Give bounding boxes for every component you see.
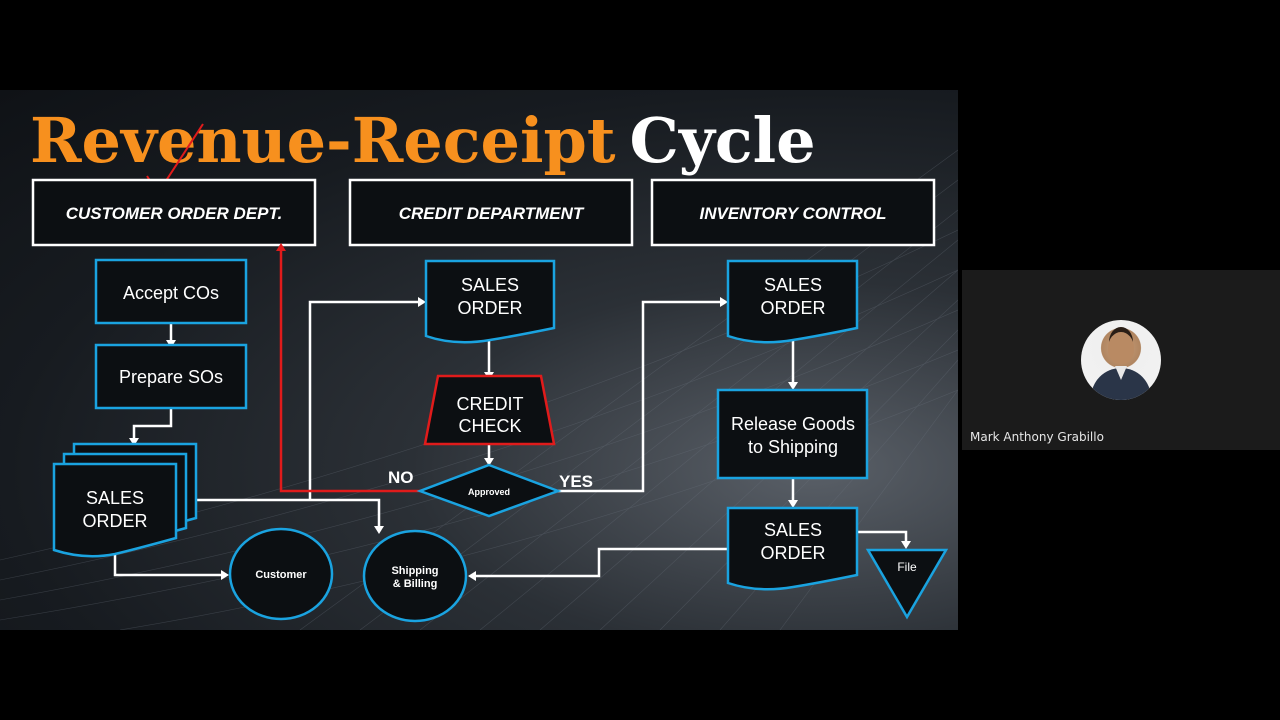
no-label: NO bbox=[388, 468, 414, 487]
column-header-credit: CREDIT DEPARTMENT bbox=[348, 178, 634, 247]
avatar-head bbox=[1108, 332, 1134, 364]
svg-text:Customer: Customer bbox=[255, 569, 307, 581]
column-header-inventory: INVENTORY CONTROL bbox=[650, 178, 936, 247]
svg-text:CREDIT DEPARTMENT: CREDIT DEPARTMENT bbox=[399, 204, 585, 223]
shipping-billing-circle: Shipping & Billing bbox=[362, 529, 468, 623]
rejected-path bbox=[276, 243, 420, 493]
svg-text:SALES: SALES bbox=[461, 275, 519, 295]
svg-text:Shipping: Shipping bbox=[391, 565, 438, 577]
svg-text:ORDER: ORDER bbox=[82, 511, 147, 531]
prepare-sos-box: Prepare SOs bbox=[94, 343, 248, 410]
customer-circle: Customer bbox=[228, 527, 334, 621]
svg-text:ORDER: ORDER bbox=[760, 543, 825, 563]
svg-text:SALES: SALES bbox=[86, 488, 144, 508]
file-storage: File bbox=[865, 548, 949, 620]
credit-sales-order-doc: SALES ORDER bbox=[424, 259, 556, 344]
svg-text:Accept COs: Accept COs bbox=[123, 283, 219, 303]
inventory-sales-order-doc: SALES ORDER bbox=[726, 259, 859, 344]
arrowheads bbox=[129, 297, 911, 581]
svg-text:ORDER: ORDER bbox=[760, 298, 825, 318]
avatar bbox=[1081, 320, 1161, 400]
svg-text:Prepare SOs: Prepare SOs bbox=[119, 367, 223, 387]
svg-text:Approved: Approved bbox=[468, 487, 510, 497]
svg-text:CHECK: CHECK bbox=[458, 416, 521, 436]
svg-text:INVENTORY CONTROL: INVENTORY CONTROL bbox=[699, 204, 886, 223]
credit-check-process: CREDIT CHECK bbox=[423, 374, 556, 446]
column-header-customer-order: CUSTOMER ORDER DEPT. bbox=[31, 178, 317, 247]
participant-name: Mark Anthony Grabillo bbox=[970, 430, 1104, 444]
svg-text:to Shipping: to Shipping bbox=[748, 437, 838, 457]
yes-label: YES bbox=[559, 472, 593, 491]
sales-order-stack: SALES ORDER bbox=[52, 442, 198, 558]
svg-text:SALES: SALES bbox=[764, 520, 822, 540]
final-sales-order-doc: SALES ORDER bbox=[726, 506, 859, 591]
approved-decision: Approved bbox=[416, 463, 562, 518]
release-goods-box: Release Goods to Shipping bbox=[716, 388, 869, 480]
svg-text:Release Goods: Release Goods bbox=[731, 414, 855, 434]
accept-cos-box: Accept COs bbox=[94, 258, 248, 325]
svg-text:File: File bbox=[897, 560, 917, 574]
svg-text:SALES: SALES bbox=[764, 275, 822, 295]
svg-text:ORDER: ORDER bbox=[457, 298, 522, 318]
participant-video-tile[interactable]: Mark Anthony Grabillo bbox=[962, 270, 1280, 450]
svg-text:CUSTOMER ORDER DEPT.: CUSTOMER ORDER DEPT. bbox=[66, 204, 283, 223]
svg-text:CREDIT: CREDIT bbox=[457, 394, 524, 414]
svg-text:& Billing: & Billing bbox=[393, 578, 438, 590]
